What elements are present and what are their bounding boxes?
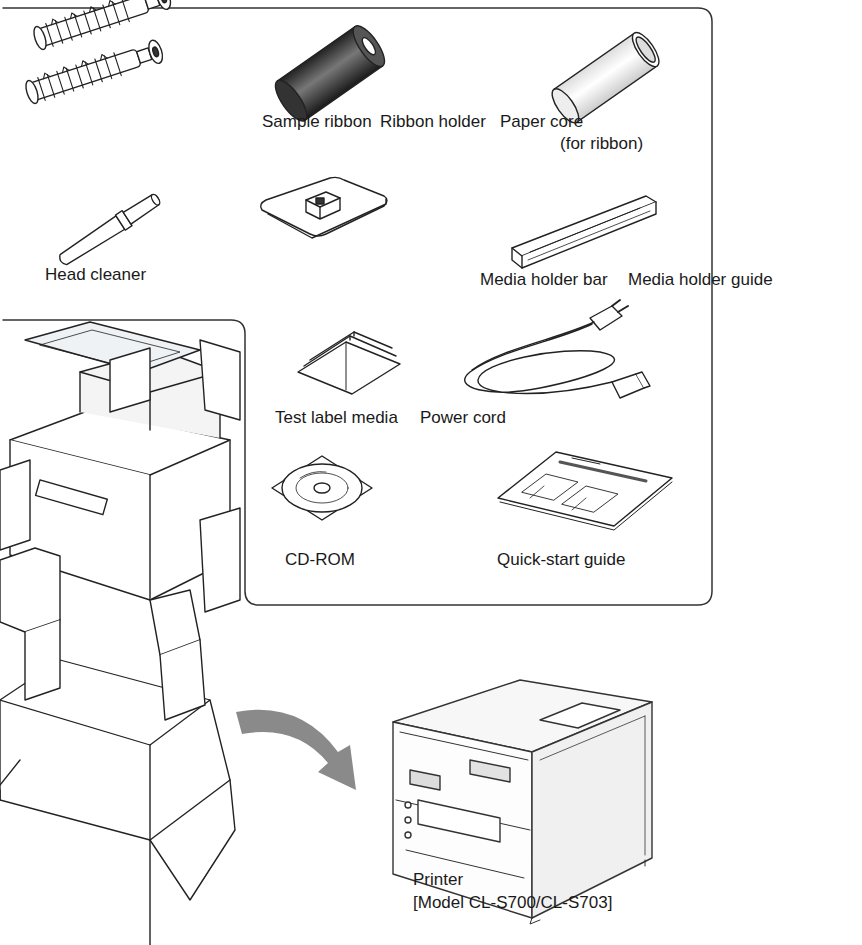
part-label: (for ribbon) [560, 134, 643, 154]
printer [393, 680, 652, 924]
unpack-arrow [236, 710, 356, 790]
foam-insert [0, 340, 240, 720]
cd-rom [272, 456, 372, 520]
media-holder-guide [261, 177, 387, 238]
part-label: Quick-start guide [497, 550, 626, 570]
quick-start-guide [498, 452, 672, 530]
part-label: CD-ROM [285, 550, 355, 570]
part-label: Head cleaner [45, 265, 146, 285]
test-label-media [298, 332, 400, 394]
head-cleaner [56, 190, 163, 268]
part-label: Ribbon holder [380, 112, 486, 132]
part-label: Media holder guide [628, 270, 773, 290]
part-label: Sample ribbon [262, 112, 372, 132]
power-cord [465, 300, 650, 398]
part-label: Power cord [420, 408, 506, 428]
accessory-panel [3, 8, 712, 605]
part-label: Media holder bar [480, 270, 608, 290]
part-label: Test label media [275, 408, 398, 428]
part-label: Printer [413, 870, 463, 890]
ribbon-holder [23, 37, 165, 105]
part-label: Paper core [500, 112, 583, 132]
part-label: [Model CL-S700/CL-S703] [413, 893, 612, 913]
media-holder-bar [512, 196, 656, 268]
sample-ribbon [270, 21, 390, 125]
